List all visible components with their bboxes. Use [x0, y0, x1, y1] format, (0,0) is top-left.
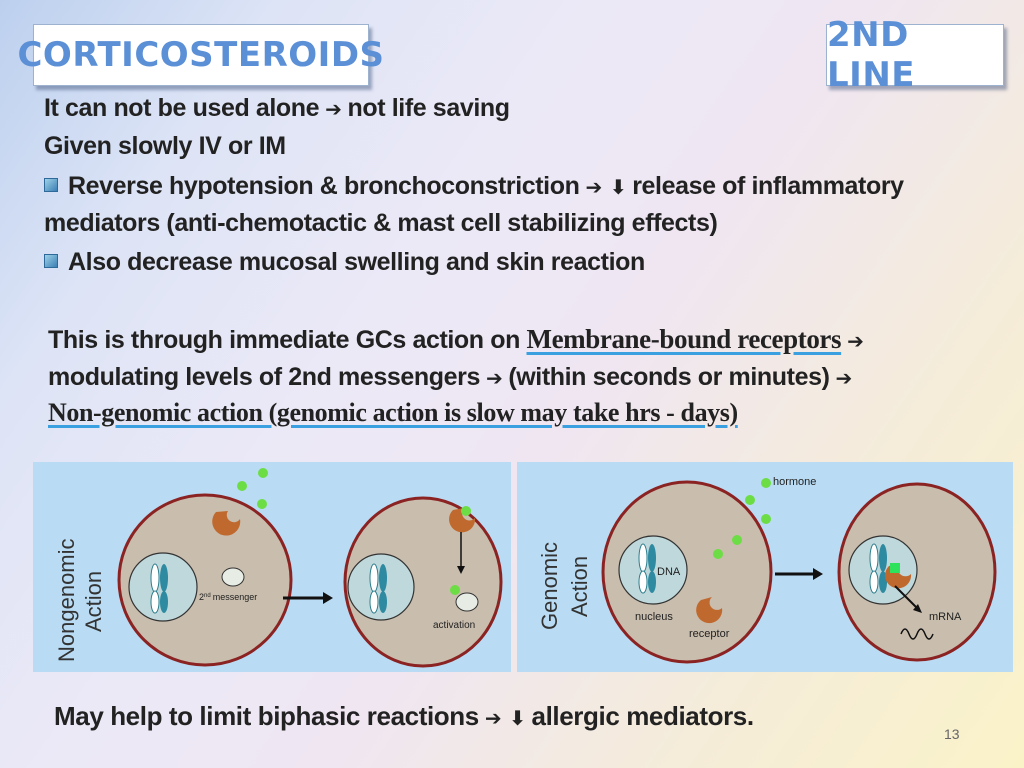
hormone-icon	[257, 499, 267, 509]
down-arrow-icon: ⬇	[609, 175, 627, 199]
bullet-line-1: It can not be used alone➔not life saving	[44, 94, 510, 123]
mechanism-line-3: Non-genomic action (genomic action is sl…	[48, 398, 738, 428]
mrna-label: mRNA	[929, 611, 962, 623]
signal-arrow-head	[457, 566, 465, 574]
cell-2	[343, 496, 503, 668]
chromosome-icon	[879, 544, 887, 572]
hormone-icon	[461, 506, 471, 516]
text-modulating: modulating levels of 2nd messengers	[48, 363, 480, 391]
transcription-arrow-icon	[894, 585, 918, 609]
page-number: 13	[944, 726, 960, 742]
chromosome-icon	[638, 570, 648, 594]
chromosome-icon	[150, 563, 160, 593]
text-biphasic: May help to limit biphasic reactions	[54, 701, 479, 731]
right-arrow-icon: ➔	[325, 97, 342, 121]
non-genomic-text: Non-genomic action (genomic action is sl…	[48, 398, 738, 427]
chromosome-icon	[869, 570, 879, 594]
receptor-icon	[212, 511, 241, 536]
bullet-square-icon	[44, 178, 58, 193]
hormone-icon	[745, 495, 755, 505]
text-mucosal-swelling: Also decrease mucosal swelling and skin …	[68, 248, 645, 276]
right-arrow-icon: ➔	[585, 175, 602, 199]
right-arrow-icon: ➔	[484, 706, 502, 730]
nucleus-label: nucleus	[635, 611, 673, 623]
receptor-label: receptor	[689, 628, 730, 640]
mechanism-line-1: This is through immediate GCs action on …	[48, 324, 869, 355]
hormone-icon	[713, 549, 723, 559]
text-not-alone: It can not be used alone	[44, 94, 320, 122]
right-arrow-icon: ➔	[847, 329, 864, 353]
chromosome-icon	[648, 571, 656, 593]
text-mediators: mediators (anti-chemotactic & mast cell …	[44, 209, 718, 237]
genomic-diagram-panel: Genomic Action DNA nucleus receptor horm…	[517, 462, 1013, 672]
chromosome-icon	[369, 590, 379, 614]
text-within-seconds: (within seconds or minutes)	[508, 363, 830, 391]
text-immediate-action: This is through immediate GCs action on	[48, 326, 520, 354]
transcription-arrow-head	[913, 604, 922, 613]
right-arrow-icon: ➔	[485, 366, 503, 390]
chromosome-icon	[648, 544, 656, 572]
hormone-icon	[237, 481, 247, 491]
text-reverse-hypotension: Reverse hypotension & bronchoconstrictio…	[68, 172, 580, 200]
chromosome-icon	[638, 543, 648, 573]
hormone-bound-icon	[890, 563, 900, 573]
chromosome-icon	[160, 591, 168, 613]
slide-title: CORTICOSTEROIDS	[17, 24, 384, 86]
down-arrow-icon: ⬇	[509, 706, 526, 730]
chromosome-icon	[150, 590, 160, 614]
receptor-icon	[449, 508, 476, 533]
genomic-diagram: Genomic Action DNA nucleus receptor horm…	[537, 476, 997, 664]
chromosome-icon	[160, 564, 168, 592]
hormone-icon	[258, 468, 268, 478]
mrna-strand-icon	[900, 628, 934, 640]
activation-spark-icon	[450, 585, 460, 595]
hormone-icon	[761, 478, 771, 488]
second-messenger-1	[221, 567, 245, 587]
footer-note: May help to limit biphasic reactions➔ ⬇al…	[54, 701, 754, 732]
nongenomic-label-1: Nongenomic	[54, 538, 79, 662]
second-line-badge: 2ND LINE	[826, 15, 1004, 95]
nongenomic-label-2: Action	[81, 571, 106, 632]
chromosome-icon	[379, 564, 387, 592]
genomic-label-2: Action	[567, 556, 592, 617]
bullet-square-icon	[44, 254, 58, 269]
text-not-life-saving: not life saving	[347, 94, 510, 122]
text-release-inflammatory: release of inflammatory	[632, 172, 904, 200]
genomic-label-1: Genomic	[537, 542, 562, 630]
cell-1	[117, 493, 293, 667]
mechanism-line-2: modulating levels of 2nd messengers➔(wit…	[48, 363, 858, 392]
arrow-head	[813, 568, 823, 580]
bullet-line-3: Reverse hypotension & bronchoconstrictio…	[44, 172, 904, 201]
text-given-slowly: Given slowly IV or IM	[44, 132, 286, 160]
right-arrow-icon: ➔	[835, 366, 853, 390]
bullet-line-5: Also decrease mucosal swelling and skin …	[44, 248, 645, 277]
membrane-receptors-text: Membrane-bound receptors	[526, 324, 842, 354]
chromosome-icon	[369, 563, 379, 593]
arrow-head	[323, 592, 333, 604]
hormone-icon	[732, 535, 742, 545]
second-messenger-2	[455, 592, 479, 612]
hormone-label: hormone	[773, 476, 816, 488]
receptor-icon	[696, 597, 723, 624]
hormone-icon	[761, 514, 771, 524]
chromosome-icon	[879, 571, 887, 593]
chromosome-icon	[869, 543, 879, 573]
bullet-line-4: mediators (anti-chemotactic & mast cell …	[44, 209, 718, 238]
bullet-line-2: Given slowly IV or IM	[44, 132, 286, 161]
chromosome-icon	[379, 591, 387, 613]
activation-label: activation	[433, 620, 475, 631]
text-allergic-mediators: allergic mediators.	[531, 701, 755, 731]
dna-label: DNA	[657, 566, 681, 578]
